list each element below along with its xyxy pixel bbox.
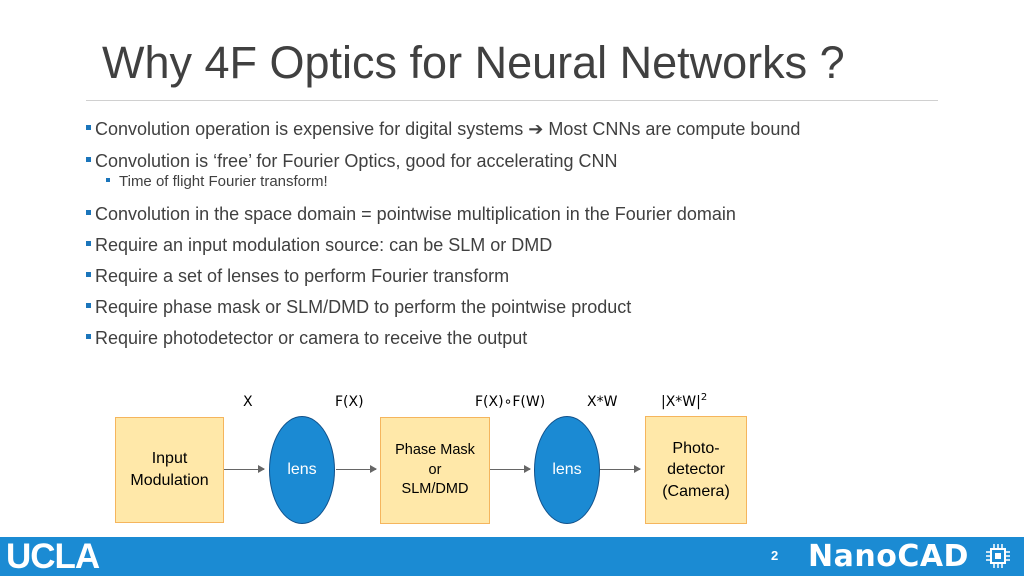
- bullet-text: Require an input modulation source: can …: [95, 235, 553, 255]
- label-x: X: [243, 394, 253, 410]
- bullet-text: Convolution operation is expensive for d…: [95, 119, 529, 139]
- slide-title: Why 4F Optics for Neural Networks ?: [102, 37, 845, 88]
- bullet-text: Require phase mask or SLM/DMD to perform…: [95, 297, 632, 317]
- bullet-text: Most CNNs are compute bound: [543, 119, 801, 139]
- photodetector-box: Photo- detector (Camera): [645, 416, 747, 524]
- sub-bullet-item: Time of flight Fourier transform!: [106, 173, 328, 190]
- bullet-text: Convolution in the space domain = pointw…: [95, 204, 736, 224]
- ucla-logo: UCLA: [6, 537, 100, 576]
- bullet-item: Require photodetector or camera to recei…: [86, 328, 527, 349]
- bullet-item: Convolution operation is expensive for d…: [86, 119, 800, 140]
- footer-bar: UCLA 2 NanoCAD: [0, 537, 1024, 576]
- input-modulation-box: Input Modulation: [115, 417, 224, 523]
- page-number: 2: [771, 548, 779, 563]
- bullet-item: Require phase mask or SLM/DMD to perform…: [86, 297, 631, 318]
- label-abs-xw-exponent: 2: [700, 392, 708, 403]
- label-abs-xw-text: |X*W|: [661, 394, 701, 410]
- bullet-marker: [86, 302, 91, 308]
- bullet-marker: [106, 178, 110, 183]
- bullet-marker: [86, 124, 91, 130]
- box-line: Modulation: [130, 472, 209, 489]
- box-line: SLM/DMD: [401, 481, 469, 498]
- chip-icon: [986, 544, 1010, 568]
- box-line: or: [428, 461, 442, 478]
- arrow-icon: [336, 465, 377, 473]
- box-line: Photo-: [672, 439, 720, 457]
- bullet-marker: [86, 209, 91, 215]
- title-divider: [86, 100, 938, 101]
- label-abs-xw: |X*W|2: [661, 392, 708, 410]
- box-line: Input: [151, 450, 188, 468]
- label-fx: F(X): [335, 394, 364, 410]
- sub-bullet-text: Time of flight Fourier transform!: [119, 173, 328, 190]
- lens-2: lens: [534, 416, 600, 524]
- nanocad-logo: NanoCAD: [808, 539, 969, 574]
- bullet-marker: [86, 156, 91, 162]
- bullet-item: Convolution in the space domain = pointw…: [86, 204, 736, 225]
- box-line: Phase Mask: [395, 442, 475, 459]
- lens-1: lens: [269, 416, 335, 524]
- bullet-item: Require an input modulation source: can …: [86, 235, 552, 256]
- bullet-text: Require photodetector or camera to recei…: [95, 328, 528, 348]
- label-xw: X*W: [587, 394, 618, 410]
- bullet-item: Require a set of lenses to perform Fouri…: [86, 266, 509, 287]
- bullet-text: Convolution is ‘free’ for Fourier Optics…: [95, 151, 618, 171]
- bullet-item: Convolution is ‘free’ for Fourier Optics…: [86, 151, 618, 172]
- bullet-text: Require a set of lenses to perform Fouri…: [95, 266, 510, 286]
- bullet-marker: [86, 271, 91, 277]
- bullet-marker: [86, 240, 91, 246]
- optics-diagram: X F(X) F(X)∘F(W) X*W |X*W|2 Input Modula…: [0, 380, 1024, 530]
- right-arrow-icon: ➔: [528, 119, 544, 139]
- box-line: (Camera): [662, 482, 730, 500]
- arrow-icon: [490, 465, 531, 473]
- arrow-icon: [224, 465, 265, 473]
- arrow-icon: [600, 465, 641, 473]
- bullet-marker: [86, 333, 91, 339]
- label-fx-fw: F(X)∘F(W): [475, 394, 546, 410]
- phase-mask-box: Phase Mask or SLM/DMD: [380, 417, 490, 524]
- box-line: detector: [667, 461, 725, 479]
